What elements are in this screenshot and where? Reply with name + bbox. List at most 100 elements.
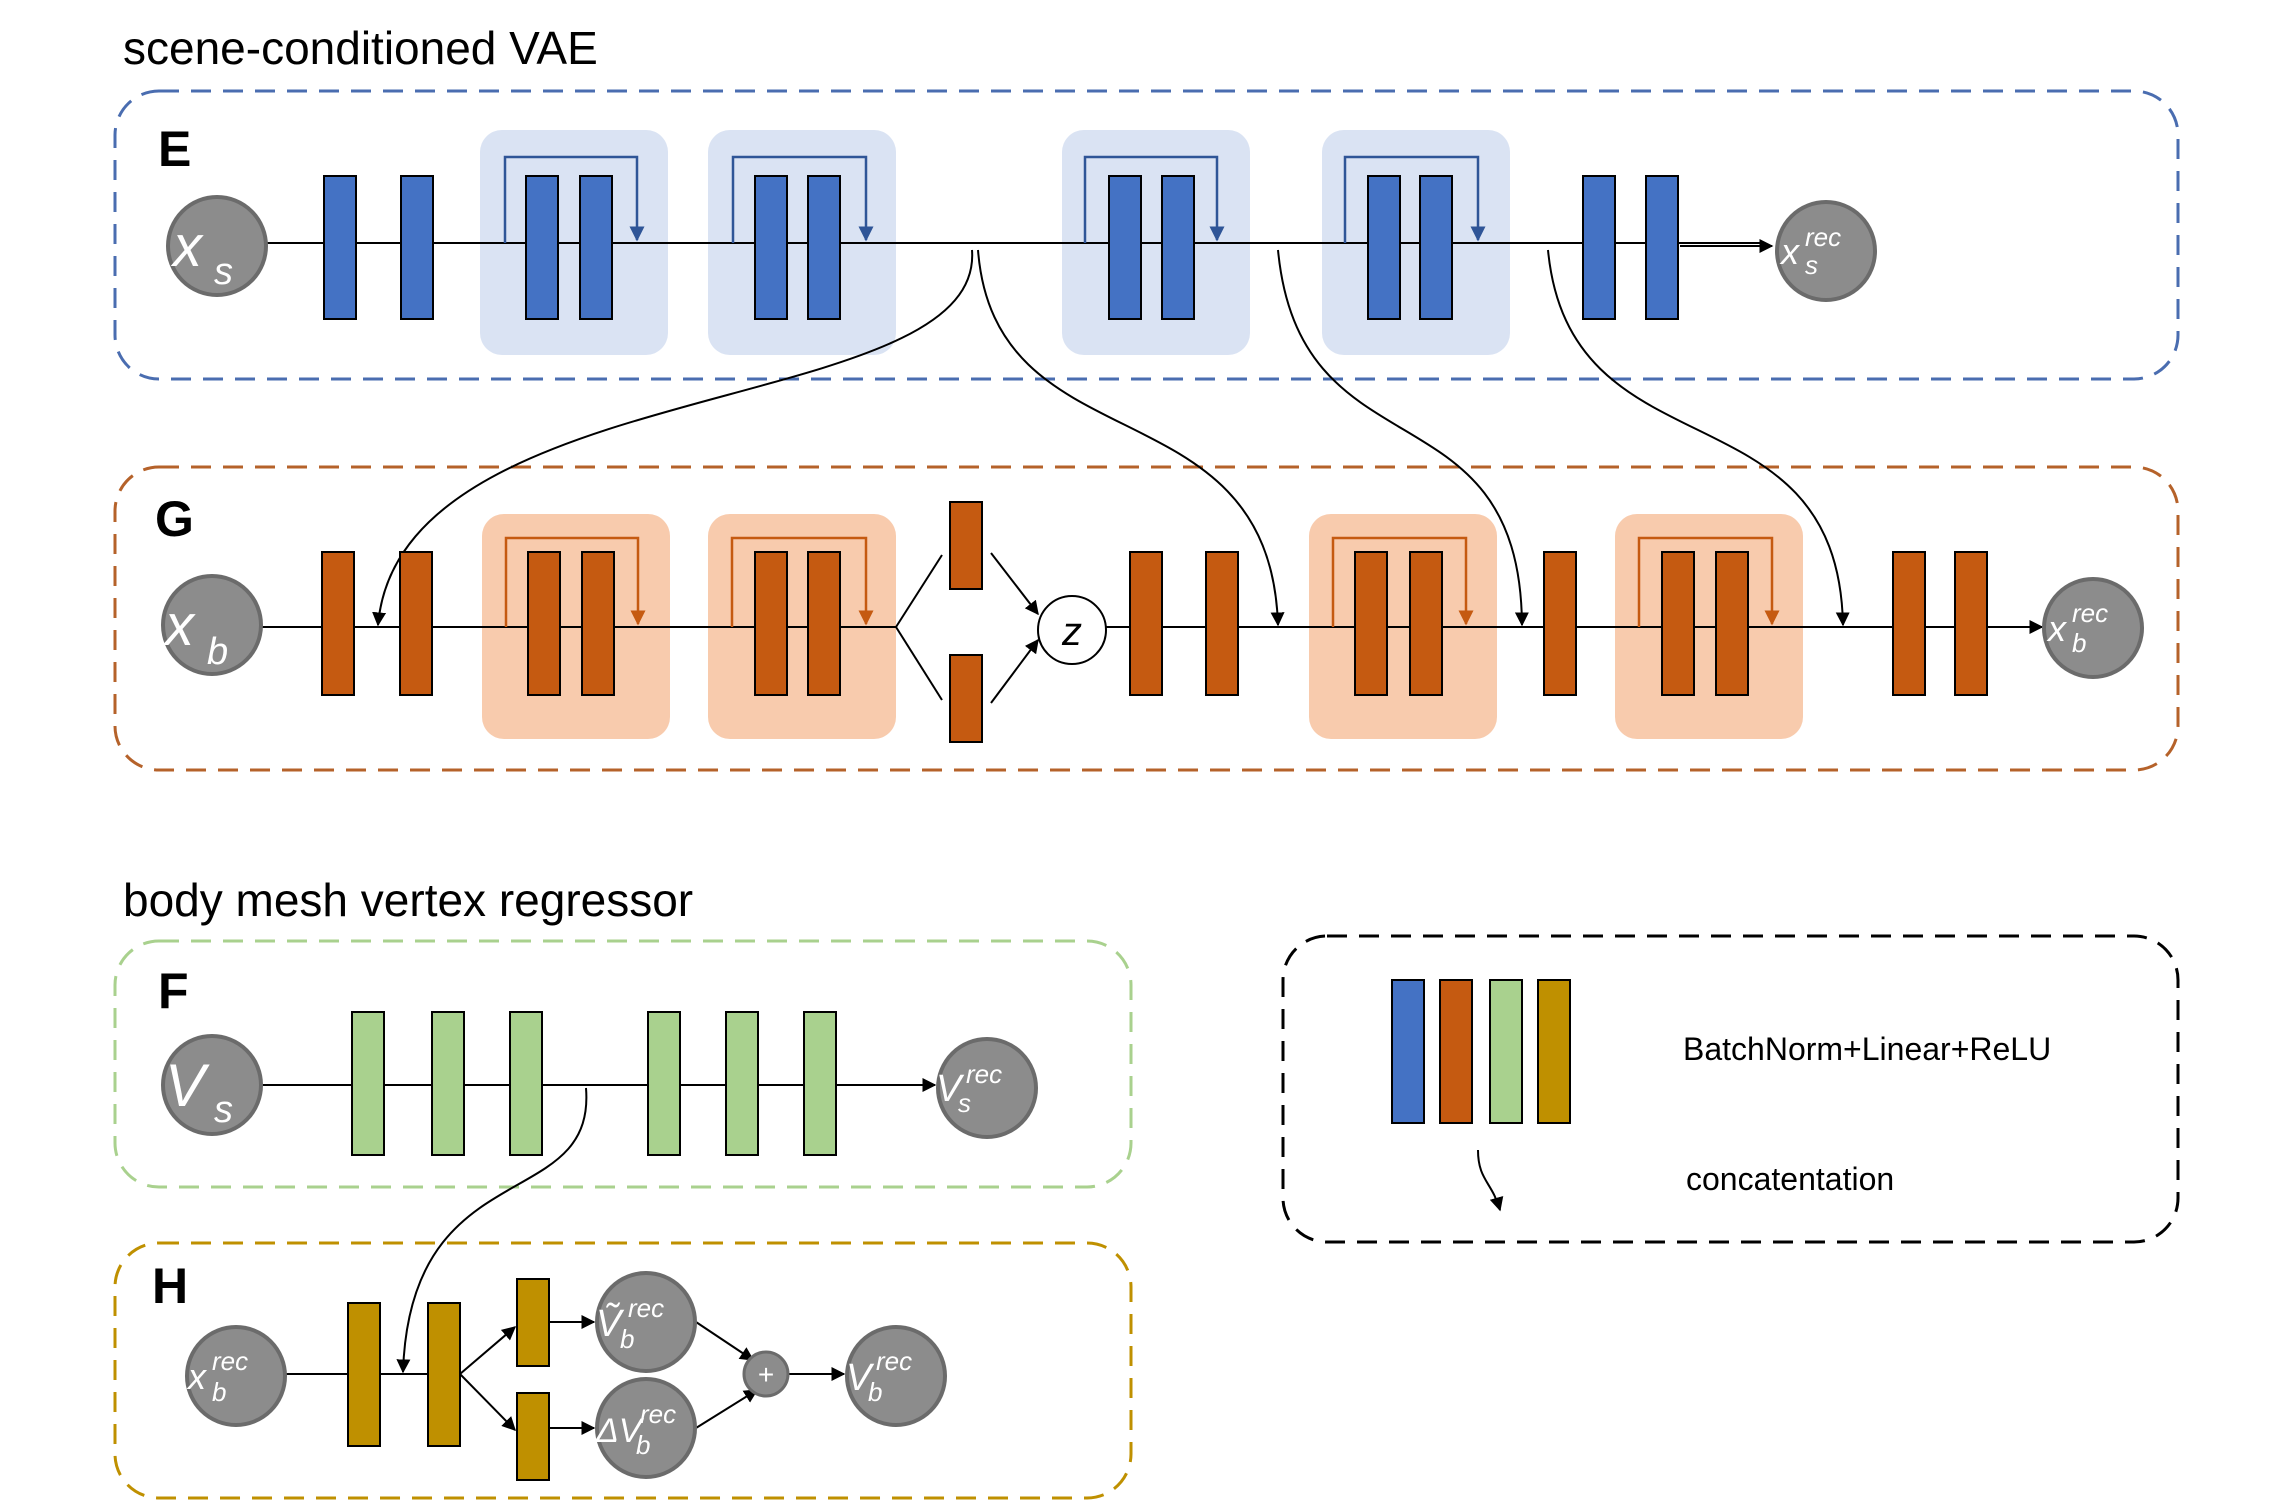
svg-text:V: V (936, 1068, 965, 1110)
G-layer-bar (527, 551, 561, 696)
svg-text:rec: rec (1805, 222, 1841, 252)
E-layer-bar (323, 175, 357, 320)
svg-text:s: s (958, 1088, 971, 1118)
legend-bar-gold (1537, 979, 1571, 1124)
svg-text:b: b (620, 1324, 634, 1354)
node-z: z (1037, 595, 1107, 665)
module-H-label: H (152, 1258, 188, 1314)
svg-text:rec: rec (966, 1059, 1002, 1089)
G-layer-bar (1954, 551, 1988, 696)
F-layer-bar (351, 1011, 385, 1156)
node-x-b-rec-input: x b rec (185, 1325, 287, 1427)
G-layer-bar (1715, 551, 1749, 696)
E-layer-bars (323, 175, 1679, 320)
module-G-label: G (155, 491, 194, 547)
module-G-frame (113, 465, 2180, 772)
node-V-b-rec: V b rec (845, 1325, 947, 1427)
E-layer-bar (579, 175, 613, 320)
regressor-section-title: body mesh vertex regressor (123, 874, 693, 926)
E-residual-skip-arrows (503, 155, 1486, 243)
svg-text:Ṽ: Ṽ (596, 1302, 625, 1345)
E-layer-bar (1367, 175, 1401, 320)
E-layer-bar (807, 175, 841, 320)
svg-text:b: b (212, 1377, 226, 1407)
H-layer-bars (347, 1278, 550, 1481)
node-x-b: x b (161, 574, 263, 676)
module-F-label: F (158, 963, 189, 1019)
node-V-tilde-b-rec: Ṽ b rec (595, 1271, 697, 1373)
svg-text:z: z (1061, 610, 1082, 654)
svg-text:x: x (1779, 231, 1801, 272)
legend-bar-green (1489, 979, 1523, 1124)
legend-concat-label: concatentation (1686, 1161, 1894, 1197)
F-layer-bar (647, 1011, 681, 1156)
svg-text:rec: rec (876, 1346, 912, 1376)
legend-concat-arrow (1477, 1149, 1504, 1212)
G-layer-bar (1205, 551, 1239, 696)
module-E-label: E (158, 121, 191, 177)
G-layer-bar (1543, 551, 1577, 696)
G-layer-bar (807, 551, 841, 696)
E-layer-bar (400, 175, 434, 320)
svg-text:V: V (846, 1357, 875, 1399)
svg-text:x: x (162, 593, 196, 658)
legend-frame (1281, 934, 2180, 1244)
node-V-s-rec: V s rec (936, 1037, 1038, 1139)
F-layer-bar (509, 1011, 543, 1156)
G-layer-bar (1129, 551, 1163, 696)
concat-curve-E-to-G-first (372, 249, 974, 627)
svg-text:rec: rec (212, 1346, 248, 1376)
svg-text:rec: rec (628, 1293, 664, 1323)
G-layer-bar (581, 551, 615, 696)
legend-bar-orange (1439, 979, 1473, 1124)
svg-text:ΔV: ΔV (595, 1412, 645, 1450)
vae-section-title: scene-conditioned VAE (123, 22, 598, 74)
F-layer-bar (725, 1011, 759, 1156)
svg-text:x: x (2046, 608, 2068, 649)
F-layer-bar (431, 1011, 465, 1156)
E-layer-bar (1582, 175, 1616, 320)
module-H-frame (113, 1241, 1133, 1500)
G-layer-bar (1354, 551, 1388, 696)
G-layer-bars (321, 501, 1988, 743)
G-layer-bar (1409, 551, 1443, 696)
svg-text:s: s (1805, 250, 1818, 280)
module-E-frame (113, 89, 2180, 381)
svg-text:s: s (214, 251, 233, 293)
svg-text:x: x (170, 214, 204, 279)
svg-text:V: V (165, 1052, 210, 1119)
concatenation-curves (372, 249, 1850, 1374)
G-layer-bar (321, 551, 355, 696)
node-x-s-rec: x s rec (1775, 200, 1877, 302)
E-layer-bar (525, 175, 559, 320)
svg-text:b: b (2072, 628, 2086, 658)
legend-layer-bars (1391, 979, 1571, 1124)
H-layer-bar (347, 1302, 381, 1447)
H-layer-bar (516, 1392, 550, 1481)
svg-text:+: + (758, 1359, 774, 1390)
G-latent-branch-bar (949, 501, 983, 590)
H-layer-bar (427, 1302, 461, 1447)
module-F-frame (113, 939, 1133, 1189)
E-layer-bar (1419, 175, 1453, 320)
E-layer-bar (1645, 175, 1679, 320)
svg-text:x: x (186, 1356, 208, 1397)
F-layer-bars (351, 1011, 837, 1156)
E-layer-bar (1161, 175, 1195, 320)
G-residual-skip-arrows (504, 536, 1780, 627)
G-layer-bar (1661, 551, 1695, 696)
svg-text:b: b (636, 1430, 650, 1460)
E-layer-bar (1108, 175, 1142, 320)
G-layer-bar (1892, 551, 1926, 696)
svg-text:s: s (214, 1089, 233, 1131)
F-layer-bar (803, 1011, 837, 1156)
legend-layer-label: BatchNorm+Linear+ReLU (1683, 1031, 2051, 1067)
svg-text:b: b (868, 1377, 882, 1407)
E-layer-bar (754, 175, 788, 320)
concat-curve-E-to-G-decoder1 (977, 249, 1285, 627)
svg-text:rec: rec (640, 1399, 676, 1429)
node-x-s: x s (166, 195, 268, 297)
concat-curve-E-to-G-decoder3 (1547, 249, 1850, 627)
G-latent-branch-bar (949, 654, 983, 743)
